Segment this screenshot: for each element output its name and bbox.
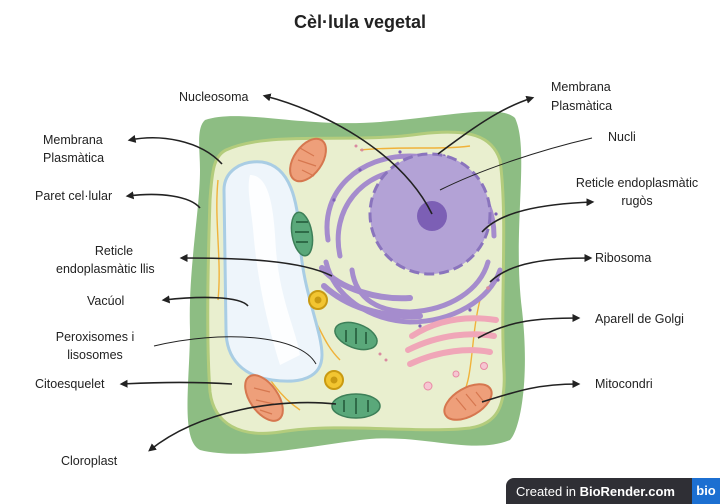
arrow-golgi <box>477 314 581 339</box>
arrow-vacuol <box>161 295 249 307</box>
label-reticle-llis-2: endoplasmàtic llis <box>56 262 155 276</box>
golgi-apparatus <box>405 315 499 367</box>
mitochondrion-left <box>244 374 284 422</box>
arrow-cloroplast <box>148 401 337 452</box>
nucleolus <box>417 201 447 231</box>
biorender-logo-icon: bio <box>692 478 720 504</box>
label-peroxisomes-2: lisosomes <box>67 348 123 362</box>
golgi-vesicles <box>423 362 488 391</box>
mitochondrion-right <box>443 383 493 421</box>
peroxisome-top <box>308 290 328 310</box>
label-reticle-llis-1: Reticle <box>94 244 134 258</box>
arrow-paret <box>125 191 201 209</box>
arrows-right <box>437 95 595 403</box>
label-ribosoma: Ribosoma <box>595 251 652 265</box>
label-reticle-rugos-2: rugòs <box>621 194 653 208</box>
label-membrana-right-2: Plasmàtica <box>551 99 613 113</box>
arrow-ribosoma <box>489 254 593 283</box>
label-reticle-rugos-1: Reticle endoplasmàtic <box>575 176 699 190</box>
arrow-nucleosoma <box>262 93 433 215</box>
label-peroxisomes-1: Peroxisomes i <box>55 330 135 344</box>
arrow-reticle-llis <box>179 254 333 277</box>
label-membrana-left-1: Membrana <box>43 133 103 147</box>
label-vacuol: Vacúol <box>87 294 125 308</box>
arrow-nucli <box>439 137 593 191</box>
free-ribosomes <box>354 144 490 362</box>
label-cloroplast: Cloroplast <box>61 454 118 468</box>
badge-text: Created in BioRender.com <box>516 483 675 499</box>
mitochondrion-top <box>289 137 327 183</box>
arrow-peroxisomes <box>153 336 317 365</box>
label-nucli: Nucli <box>608 130 636 144</box>
arrow-membrana-left <box>127 134 223 165</box>
arrow-membrana-right <box>437 95 535 155</box>
arrow-reticle-rugos <box>481 198 595 233</box>
biorender-badge[interactable]: Created in BioRender.com bio <box>506 478 720 504</box>
label-membrana-right-1: Membrana <box>551 80 611 94</box>
chloroplast-bottom <box>331 393 381 419</box>
diagram-title: Cèl·lula vegetal <box>293 12 427 32</box>
chloroplast-left <box>290 211 314 257</box>
label-golgi: Aparell de Golgi <box>595 312 684 326</box>
label-citoesquelet: Citoesquelet <box>35 377 105 391</box>
label-paret: Paret cel·lular <box>35 189 113 203</box>
label-nucleosoma: Nucleosoma <box>179 90 249 104</box>
label-membrana-left-2: Plasmàtica <box>43 151 105 165</box>
arrow-citoesquelet <box>119 379 233 388</box>
chloroplast-middle <box>334 321 378 351</box>
peroxisome-bottom <box>324 370 344 390</box>
label-mitocondri: Mitocondri <box>595 377 653 391</box>
arrows-left <box>119 93 433 452</box>
vacuole-highlight <box>248 175 300 365</box>
arrow-mitocondri <box>481 380 581 403</box>
